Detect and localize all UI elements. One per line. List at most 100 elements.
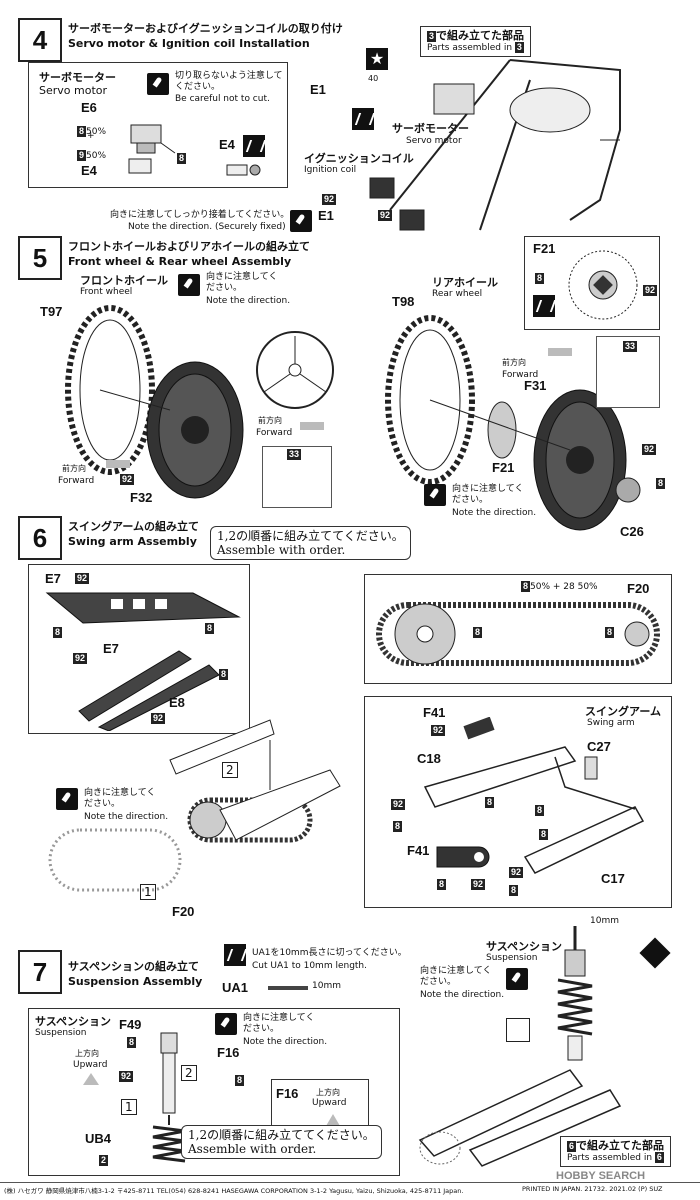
step-6-title-jp: スイングアームの組み立て bbox=[68, 520, 200, 533]
note-dir-en-5: Note the direction. bbox=[420, 990, 505, 1000]
servo-motor-drawing bbox=[128, 124, 176, 174]
rear-suspension-drawing bbox=[418, 926, 622, 1167]
step-5-title-jp: フロントホイールおよびリアホイールの組み立て bbox=[68, 240, 310, 253]
chain-cover-drawing bbox=[45, 592, 241, 624]
fwd-en-3: Forward bbox=[502, 370, 539, 380]
glue-92-rear: 92 bbox=[642, 444, 657, 455]
susp-right-jp: サスペンション bbox=[486, 940, 563, 953]
part-e6: E6 bbox=[81, 100, 97, 115]
f21-panel: F21 8 92 bbox=[524, 236, 660, 330]
front-wheel-jp: フロントホイール bbox=[80, 274, 168, 287]
color-33-rear: 33 bbox=[623, 341, 638, 352]
cut-icon-3 bbox=[533, 295, 555, 317]
order-1-susp: 1 bbox=[121, 1099, 137, 1115]
glue-92-e8a: 92 bbox=[73, 653, 88, 664]
glue-92-susp: 92 bbox=[119, 1071, 134, 1082]
f16-inset: F16 上方向 Upward bbox=[271, 1079, 369, 1137]
forward-arrow-icon-2 bbox=[106, 460, 130, 468]
part-e8: E8 bbox=[169, 695, 185, 710]
upward-en-2: Upward bbox=[312, 1098, 347, 1108]
upward-en: Upward bbox=[73, 1060, 108, 1070]
caution-icon-3 bbox=[290, 210, 312, 232]
upward-arrow-icon-2 bbox=[326, 1114, 340, 1126]
chain-cover-panel: E7 92 8 8 E7 92 8 E8 92 bbox=[28, 564, 250, 734]
part-c17: C17 bbox=[601, 871, 625, 886]
chain-drawing bbox=[376, 602, 660, 666]
panel-title-en: Servo motor bbox=[39, 84, 108, 97]
footer-right: PRINTED IN JAPAN. 21732. 2021.02 (P) SUZ bbox=[522, 1185, 663, 1193]
guard-drawing bbox=[78, 650, 220, 731]
plus-sign: + bbox=[87, 131, 95, 141]
order-note-7: 1,2の順番に組み立ててください。Assemble with order. bbox=[181, 1125, 382, 1159]
note-fix-jp: 向きに注意してしっかり接着してください。 bbox=[110, 210, 290, 220]
swing-arm-assembly-drawing bbox=[48, 719, 341, 892]
front-wheel-en: Front wheel bbox=[80, 287, 133, 297]
brake-disc-drawing bbox=[568, 250, 638, 320]
step-5-title-en: Front wheel & Rear wheel Assembly bbox=[68, 255, 292, 268]
front-inset: 33 bbox=[262, 446, 332, 508]
footer-left: (株) ハセガワ 静岡県焼津市八楠3-1-2 〒425-8711 TEL(054… bbox=[4, 1187, 464, 1195]
part-t98: T98 bbox=[392, 294, 415, 309]
forward-arrow-icon bbox=[300, 422, 324, 430]
cut-icon bbox=[243, 135, 265, 157]
part-c27: C27 bbox=[587, 739, 611, 754]
step-7-title-jp: サスペンションの組み立て bbox=[68, 960, 200, 973]
part-e4b: E4 bbox=[219, 137, 235, 152]
f41-plate-drawing bbox=[436, 846, 490, 868]
glue-92-c17: 92 bbox=[509, 867, 524, 878]
fwd-jp-1: 前方向 bbox=[258, 416, 282, 425]
color-8-sprocket: 8 bbox=[473, 627, 483, 638]
rear-wheel-jp: リアホイール bbox=[432, 276, 498, 289]
no-glue-icon bbox=[506, 1018, 530, 1042]
order-2-box: 2 bbox=[222, 762, 238, 778]
part-f16b: F16 bbox=[276, 1086, 299, 1101]
caution-icon-6 bbox=[56, 788, 78, 810]
part-e1a: E1 bbox=[310, 82, 326, 97]
part-f21: F21 bbox=[533, 241, 556, 256]
note-dir-en-2: Note the direction. bbox=[452, 508, 537, 518]
color-8-c18b: 8 bbox=[393, 821, 403, 832]
order-note-6: 1,2の順番に組み立ててください。Assemble with order. bbox=[210, 526, 411, 560]
upward-arrow-icon bbox=[83, 1073, 99, 1085]
swing-arm-panel: F41 92 スイングアーム Swing arm C27 C18 92 8 8 … bbox=[364, 696, 672, 908]
part-e1b: E1 bbox=[318, 208, 334, 223]
glue-92-e8b: 92 bbox=[151, 713, 166, 724]
rear-inset: 33 bbox=[596, 336, 660, 408]
step-7-number: 7 bbox=[18, 950, 62, 994]
fwd-en-1: Forward bbox=[256, 428, 293, 438]
step-4-number: 4 bbox=[18, 18, 62, 62]
color-8-disc: 8 bbox=[535, 273, 545, 284]
color-2-ub4: 2 bbox=[99, 1155, 109, 1166]
glue-92-f41: 92 bbox=[431, 725, 446, 736]
e4-part-drawing bbox=[226, 164, 261, 176]
part-e7b: E7 bbox=[103, 641, 119, 656]
swing-arm-drawing bbox=[423, 717, 645, 874]
suspension-panel: サスペンション Suspension F49 8 上方向 Upward 92 1… bbox=[28, 1008, 400, 1176]
part-f20: F20 bbox=[627, 581, 650, 596]
star-icon: ★ bbox=[366, 48, 388, 70]
step-6-title-en: Swing arm Assembly bbox=[68, 535, 197, 548]
fwd-jp-3: 前方向 bbox=[502, 358, 526, 367]
note-dir-en-3: Note the direction. bbox=[84, 812, 169, 822]
caution-icon-5 bbox=[424, 484, 446, 506]
glue-92a: 92 bbox=[322, 194, 337, 205]
part-f31: F31 bbox=[524, 378, 547, 393]
note-cut-jp: 切り取らないよう注意してください。 bbox=[175, 71, 283, 92]
panel-title-jp: サーボモーター bbox=[39, 71, 116, 84]
glue-92-front: 92 bbox=[120, 474, 135, 485]
glue-92b: 92 bbox=[378, 210, 393, 221]
part-f41: F41 bbox=[423, 705, 446, 720]
note-dir-jp-1: 向きに注意してください。 bbox=[206, 272, 278, 293]
caution-icon-4 bbox=[178, 274, 200, 296]
color-8-f41b: 8 bbox=[437, 879, 447, 890]
caution-icon bbox=[147, 73, 169, 95]
footer-brand: HOBBY SEARCH bbox=[556, 1170, 646, 1182]
swing-arm-jp: スイングアーム bbox=[585, 705, 662, 718]
shock-drawing bbox=[152, 1032, 186, 1163]
color-8-small: 8 bbox=[605, 627, 615, 638]
servo-motor-panel: サーボモーター Servo motor 切り取らないよう注意してください。 Be… bbox=[28, 62, 288, 188]
part-f21b: F21 bbox=[492, 460, 515, 475]
